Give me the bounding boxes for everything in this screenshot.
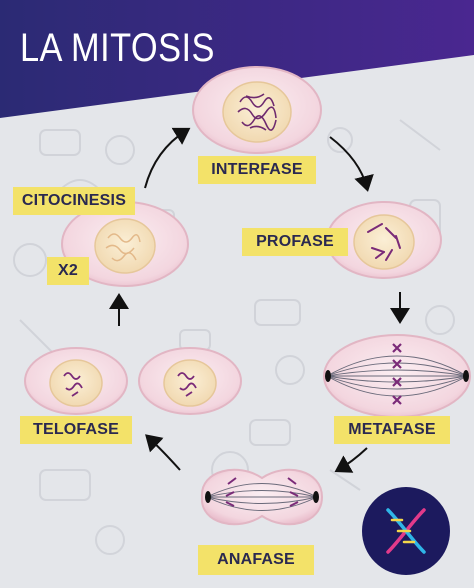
title-banner [0, 0, 474, 118]
label-x2: X2 [47, 257, 89, 285]
arrow-interfase-to-profase [329, 136, 374, 192]
label-citocinesis: CITOCINESIS [13, 187, 135, 215]
cell-interfase [192, 66, 322, 154]
chromatin [237, 93, 277, 131]
page-title: LA MITOSIS [20, 26, 215, 70]
label-interfase: INTERFASE [198, 156, 316, 184]
dna-icon [386, 508, 426, 554]
cycle-arrows [109, 127, 410, 473]
cell-metafase [323, 334, 471, 418]
label-anafase: ANAFASE [198, 545, 314, 575]
chromatin [105, 233, 141, 262]
chromosomes [225, 477, 299, 507]
chromosomes [177, 372, 197, 397]
label-metafase: METAFASE [334, 416, 450, 444]
chromosomes [63, 372, 83, 397]
cell-profase [326, 201, 442, 279]
arrow-citocinesis-to-interfase [144, 127, 191, 189]
spindle-fibers [206, 483, 318, 511]
cell-anafase [200, 468, 324, 526]
chromosomes [392, 343, 402, 405]
cell-citocinesis [61, 201, 189, 287]
label-profase: PROFASE [242, 228, 348, 256]
cell-telofase-right [138, 347, 242, 415]
arrow-anafase-to-telofase [145, 434, 181, 471]
cell-telofase-left [24, 347, 128, 415]
dna-logo [362, 487, 450, 575]
label-telofase: TELOFASE [20, 416, 132, 444]
chromosomes [367, 223, 401, 261]
arrow-metafase-to-anafase [334, 447, 368, 473]
